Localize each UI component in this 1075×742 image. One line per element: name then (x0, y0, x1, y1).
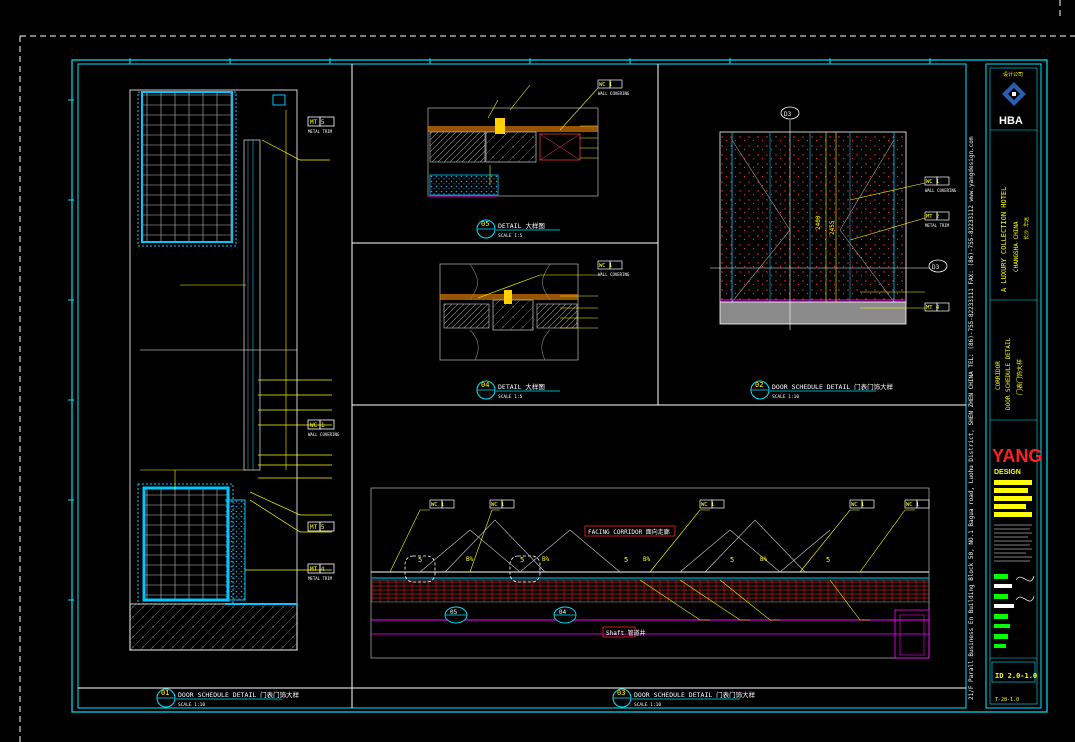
detail-02-number: 02 (755, 381, 763, 389)
title-block: HBA 设计公司 A LUXURY COLLECTION HOTEL CHANG… (985, 63, 1042, 709)
yang-text-block (994, 480, 1032, 517)
detail-03-tags: WC 1 WC 1 WC 1 WC 1 WC 1 FACING CORRIDOR… (418, 499, 930, 638)
detail-04-drawing (439, 263, 579, 361)
callout-wc1-d03-d: WC 1 (851, 502, 864, 508)
detail-02-scale: SCALE 1:10 (772, 394, 799, 400)
callout-wc1-d02: WC 1 (926, 179, 939, 185)
callout-metal-trim-bottom: METAL TRIM (308, 576, 333, 581)
detail-02-markers: D3 D3 2400 2455 (780, 106, 948, 273)
marker-5-d: 5 (730, 556, 734, 564)
callout-wc1-d03-b: WC 1 (491, 502, 504, 508)
marker-d3-right: D3 (932, 264, 940, 271)
detail-04-scale: SCALE 1:5 (498, 394, 523, 400)
drawing-title-cn: 门表门饰大样 (1016, 359, 1024, 395)
callout-mt4-left: MT 4 (310, 566, 325, 573)
callout-wall-covering-d04: WALL COVERING (598, 272, 630, 277)
border-tick-marks (68, 58, 931, 601)
company-cn: 设计公司 (1003, 71, 1023, 78)
detail-05-scale: SCALE 1:5 (498, 233, 523, 239)
callout-wc1-d03-a: WC 1 (431, 502, 444, 508)
detail-04-number: 04 (481, 381, 489, 389)
detail-04-tags: WC 1 WALL COVERING (597, 260, 630, 277)
sheet-number: ID 2.0-1.0 (995, 672, 1037, 680)
marker-d3-top: D3 (784, 111, 792, 118)
dim-bc-1: B% (466, 556, 474, 563)
ref-05: 05 (450, 609, 458, 616)
detail-02-title-text: DOOR SCHEDULE DETAIL 门表门饰大样 (772, 382, 894, 391)
yang-logo: YANG (992, 446, 1042, 466)
panel-dividers (78, 64, 966, 708)
outer-dashed-frame (19, 0, 1075, 742)
project-cn: 长沙 华远 (1023, 217, 1030, 240)
facing-corridor-label: FACING CORRIDOR 面向走廊 (588, 528, 670, 536)
callout-wc1-d05: WC 1 (599, 82, 612, 88)
callout-wc1-d03-e: WC 1 (906, 502, 919, 508)
drawing-border (71, 59, 1048, 713)
marker-5-e: 5 (826, 556, 830, 564)
detail-04-callouts (477, 274, 598, 329)
detail-05-number: 05 (481, 220, 489, 228)
detail-05-callouts (489, 84, 599, 185)
detail-02-title: 02 DOOR SCHEDULE DETAIL 门表门饰大样 SCALE 1:1… (750, 380, 894, 400)
dim-2455: 2455 (829, 220, 836, 235)
detail-05-title: 05 DETAIL 大样图 SCALE 1:5 (476, 219, 560, 239)
drawing-label: CORRIDOR (995, 361, 1002, 390)
ref-04: 04 (559, 609, 567, 616)
callout-mt5-top: MT 5 (310, 119, 325, 126)
detail-05-tags: WC 1 WALL COVERING (597, 79, 630, 96)
detail-01-section (129, 89, 298, 651)
marker-5-c: 5 (624, 556, 628, 564)
detail-03-title: 03 DOOR SCHEDULE DETAIL 门表门饰大样 SCALE 1:1… (612, 688, 756, 708)
callout-wall-covering-d02: WALL COVERING (925, 188, 957, 193)
yang-fine-print (994, 524, 1032, 562)
revision-stamps (994, 574, 1035, 648)
yang-sub: DESIGN (994, 469, 1021, 476)
hba-logo (1002, 82, 1026, 106)
callout-wall-covering-d05: WALL COVERING (598, 91, 630, 96)
callout-metal-trim-top: METAL TRIM (308, 129, 333, 134)
callout-wc1-d03-c: WC 1 (701, 502, 714, 508)
detail-03-scale: SCALE 1:10 (634, 702, 661, 708)
detail-01-number: 01 (161, 689, 169, 697)
detail-01-title: 01 DOOR SCHEDULE DETAIL 门表门饰大样 SCALE 1:1… (156, 688, 300, 708)
detail-04-title-text: DETAIL 大样图 (498, 382, 545, 391)
detail-02-elevation (710, 120, 935, 330)
dim-2400: 2400 (815, 215, 822, 230)
shaft-label: Shaft 管道井 (606, 629, 646, 637)
dim-bc-4: B% (760, 556, 768, 563)
callout-wc1-d04: WC 1 (599, 263, 612, 269)
callout-mt4-d02: MT 4 (926, 305, 940, 311)
callout-mt2-d02: MT 2 (926, 214, 939, 220)
detail-03-plan (370, 487, 930, 659)
project-name: A LUXURY COLLECTION HOTEL (1000, 187, 1008, 292)
marker-5-b: 5 (520, 556, 524, 564)
callout-metal-trim-d02: METAL TRIM (925, 223, 950, 228)
detail-04-title: 04 DETAIL 大样图 SCALE 1:5 (476, 380, 560, 400)
callout-wc1-left: WC 1 (310, 422, 325, 429)
callout-wall-covering-left: WALL COVERING (308, 432, 340, 437)
detail-01-callout-boxes: MT 5 METAL TRIM WC 1 WALL COVERING MT 5 … (307, 116, 340, 581)
detail-05-drawing (427, 99, 599, 197)
company-name: HBA (999, 115, 1023, 127)
detail-03-title-text: DOOR SCHEDULE DETAIL 门表门饰大样 (634, 690, 756, 699)
detail-03-number: 03 (617, 689, 625, 697)
detail-01-callouts (245, 139, 332, 571)
detail-01-scale: SCALE 1:10 (178, 702, 205, 708)
dim-bc-3: B% (643, 556, 651, 563)
callout-mt5-mid: MT 5 (310, 524, 325, 531)
drawing-title-en: DOOR SCHEDULE DETAIL (1005, 337, 1012, 410)
dim-bc-2: B% (542, 556, 550, 563)
detail-02-callouts (849, 182, 926, 309)
project-city: CHANGSHA CHINA (1013, 221, 1020, 272)
detail-02-tags: WC 1 WALL COVERING MT 2 METAL TRIM MT 4 (924, 176, 957, 312)
detail-05-title-text: DETAIL 大样图 (498, 221, 545, 230)
revision-number: T-28-1.0 (995, 697, 1019, 703)
marker-5-a: 5 (418, 556, 422, 564)
detail-01-title-text: DOOR SCHEDULE DETAIL 门表门饰大样 (178, 690, 300, 699)
detail-03-callouts (389, 509, 915, 621)
address-strip: 21/F Parall Business En Building Block 5… (968, 136, 975, 700)
